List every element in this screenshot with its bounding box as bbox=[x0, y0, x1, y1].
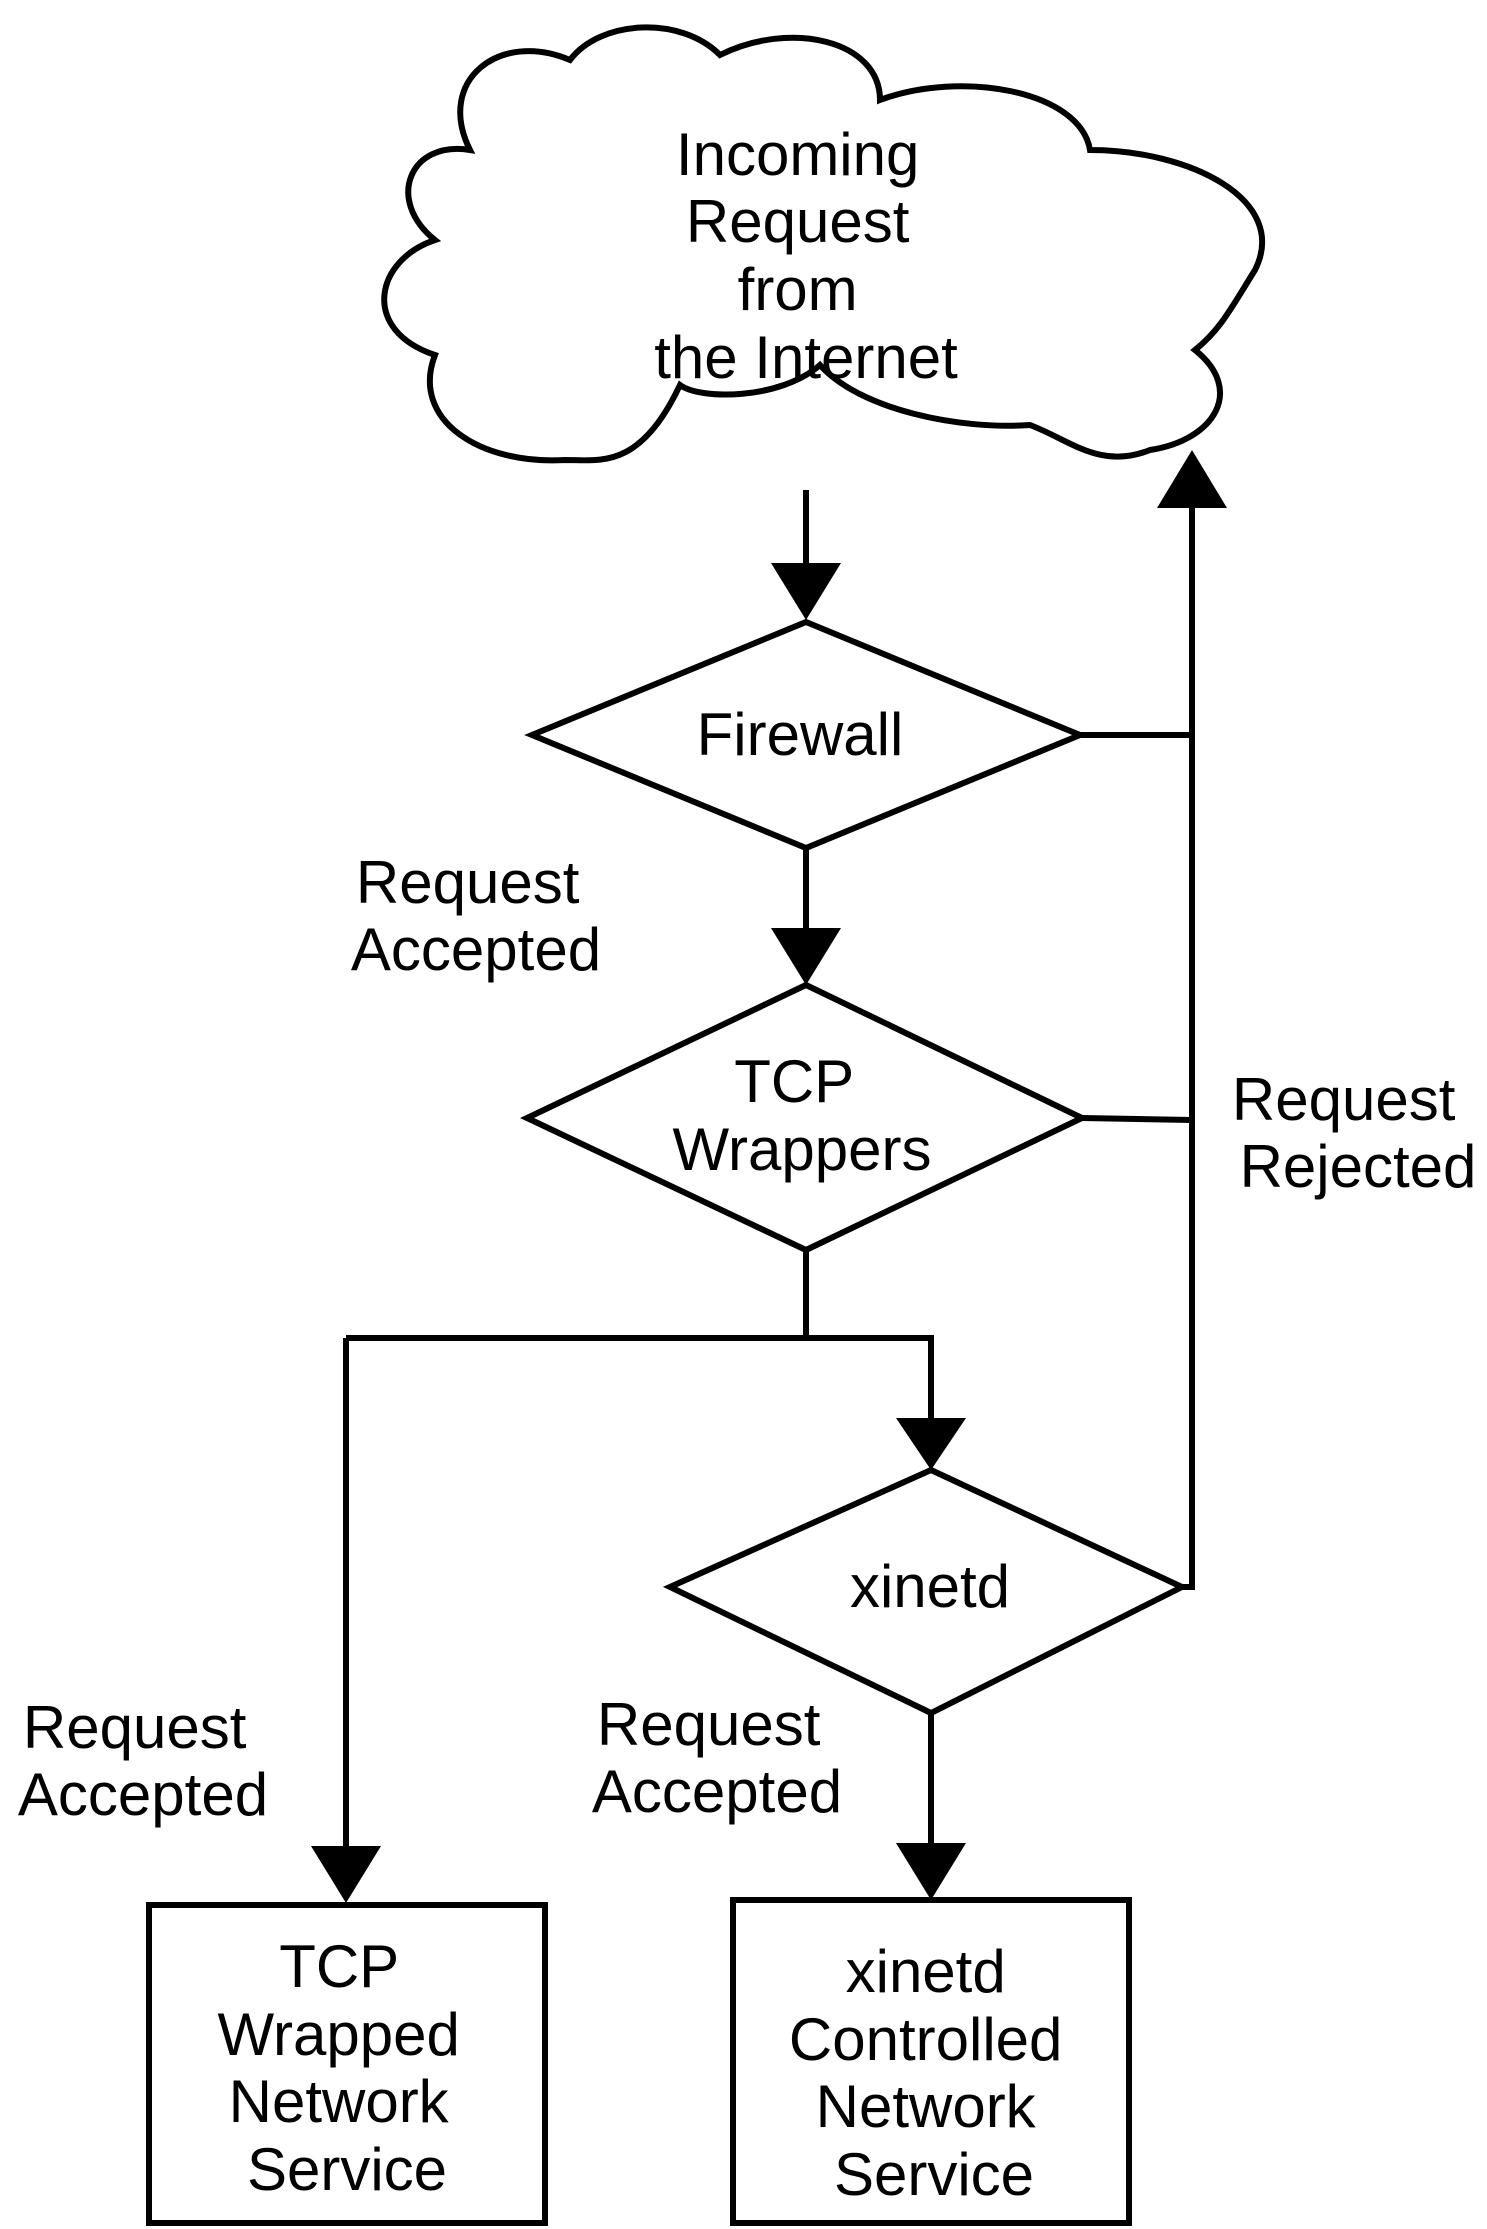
tcp-wrapped-service-box bbox=[146, 1902, 548, 2226]
xinetd-service-line-2: Controlled bbox=[789, 2006, 1063, 2073]
xinetd-label: xinetd bbox=[850, 1553, 1010, 1620]
tcp-service-line-3: Network bbox=[229, 2068, 450, 2135]
tcp-reject-line bbox=[1081, 1115, 1193, 1123]
cloud-text: Incoming Request from the Internet bbox=[654, 121, 958, 391]
tcp-wrappers-label: TCP Wrappers bbox=[673, 1048, 932, 1183]
xinetd-accepted-label: Request Accepted bbox=[592, 1691, 842, 1825]
tcp-accepted-label: Request Accepted bbox=[18, 1694, 268, 1828]
firewall-accepted-line-2: Accepted bbox=[351, 916, 601, 983]
internet-cloud bbox=[381, 24, 1265, 464]
tcp-branch-line bbox=[346, 1250, 809, 1341]
firewall-to-tcp-arrowhead bbox=[771, 928, 841, 985]
xinetd-controlled-service-label: xinetd Controlled Network Service bbox=[789, 1938, 1079, 2208]
cloud-line-3: from bbox=[738, 256, 858, 323]
cloud-to-firewall-arrowhead bbox=[771, 563, 841, 620]
tcp-accepted-line-1: Request bbox=[23, 1694, 247, 1761]
firewall-accepted-line-1: Request bbox=[356, 849, 580, 916]
rejected-label: Request Rejected bbox=[1232, 1066, 1476, 1200]
xinetd-to-service-arrowhead bbox=[896, 1843, 966, 1900]
xinetd-accepted-line-1: Request bbox=[597, 1691, 821, 1758]
tcp-to-xinetd-line bbox=[806, 1335, 934, 1420]
tcp-wrapped-service-label: TCP Wrapped Network Service bbox=[217, 1933, 476, 2203]
xinetd-accepted-line-2: Accepted bbox=[592, 1758, 842, 1825]
xinetd-controlled-service-box bbox=[730, 1897, 1132, 2226]
reject-return-line bbox=[1178, 505, 1195, 1590]
rejected-line-1: Request bbox=[1232, 1066, 1456, 1133]
reject-return-arrowhead bbox=[1157, 450, 1227, 508]
tcp-wrappers-line-2: Wrappers bbox=[673, 1116, 932, 1183]
firewall-accepted-label: Request Accepted bbox=[351, 849, 601, 983]
cloud-line-4: the Internet bbox=[654, 324, 958, 391]
tcp-wrappers-line-1: TCP bbox=[734, 1048, 853, 1115]
tcp-service-line-1: TCP bbox=[279, 1933, 398, 2000]
tcp-to-xinetd-arrowhead bbox=[896, 1418, 966, 1470]
xinetd-service-line-4: Service bbox=[834, 2141, 1034, 2208]
tcp-service-line-2: Wrapped bbox=[217, 2001, 459, 2068]
xinetd-service-line-1: xinetd bbox=[846, 1938, 1006, 2005]
firewall-label: Firewall bbox=[697, 701, 904, 768]
tcp-accepted-line-2: Accepted bbox=[18, 1761, 268, 1828]
rejected-line-2: Rejected bbox=[1240, 1133, 1477, 1200]
cloud-line-1: Incoming bbox=[676, 121, 919, 188]
cloud-line-2: Request bbox=[686, 188, 910, 255]
tcp-service-line-4: Service bbox=[247, 2136, 447, 2203]
xinetd-service-line-3: Network bbox=[816, 2073, 1037, 2140]
tcp-to-service-arrowhead bbox=[311, 1846, 381, 1903]
